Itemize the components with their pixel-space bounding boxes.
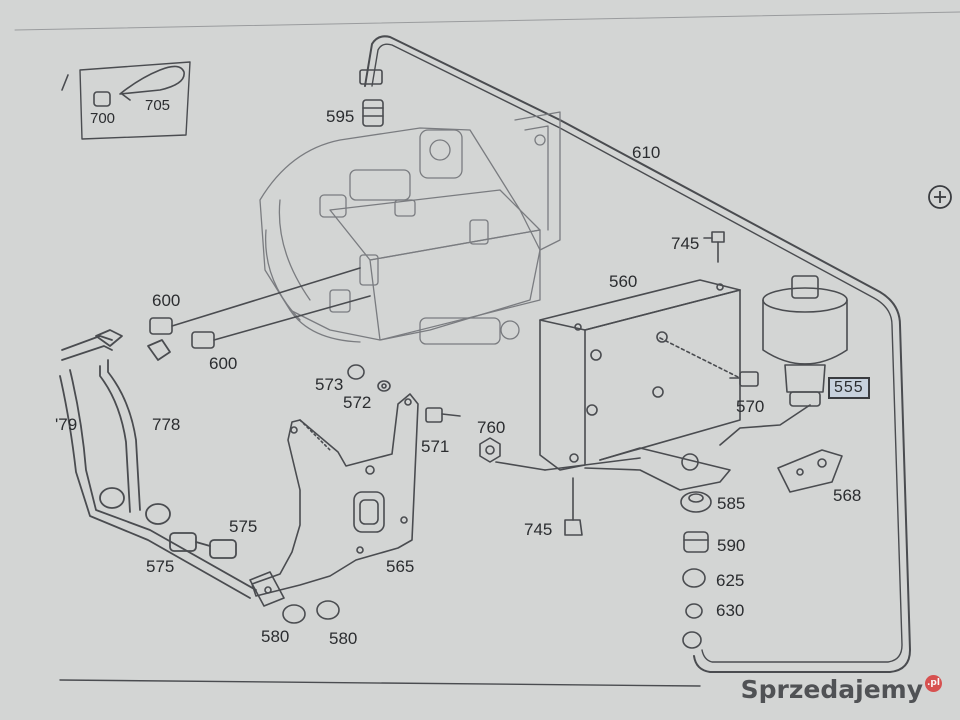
label-600-left: 600 bbox=[152, 291, 181, 310]
fitting-595 bbox=[362, 99, 384, 127]
label-575-right: 575 bbox=[229, 517, 258, 536]
nut-585 bbox=[680, 491, 712, 513]
washer-580-left bbox=[282, 604, 306, 624]
label-565: 565 bbox=[386, 557, 415, 576]
washer-572 bbox=[377, 380, 391, 392]
screw-570 bbox=[739, 371, 759, 387]
label-625: 625 bbox=[716, 571, 745, 590]
pipes-779-778 bbox=[59, 329, 257, 599]
label-560: 560 bbox=[609, 272, 638, 291]
label-705: 705 bbox=[145, 97, 171, 114]
label-760: 760 bbox=[477, 418, 506, 437]
sleeve-630 bbox=[685, 603, 703, 619]
nut-625 bbox=[682, 568, 706, 588]
bracket-568 bbox=[777, 449, 843, 493]
label-595: 595 bbox=[326, 107, 355, 126]
label-778: 778 bbox=[152, 415, 181, 434]
watermark: Sprzedajemy.pl bbox=[741, 675, 942, 704]
hydraulic-unit bbox=[259, 111, 561, 345]
watermark-badge: .pl bbox=[925, 675, 942, 692]
pipe-610 bbox=[364, 35, 911, 673]
label-745-top: 745 bbox=[671, 234, 700, 253]
label-568: 568 bbox=[833, 486, 862, 505]
accumulator-555 bbox=[762, 275, 848, 407]
fitting-600-left bbox=[149, 317, 173, 335]
label-571: 571 bbox=[421, 437, 450, 456]
label-600-right: 600 bbox=[209, 354, 238, 373]
zoom-in-icon[interactable] bbox=[928, 185, 952, 209]
washer-580-right bbox=[316, 600, 340, 620]
label-745-bottom: 745 bbox=[524, 520, 553, 539]
bolt-745-bottom bbox=[564, 519, 583, 536]
label-555: 555 bbox=[828, 377, 870, 399]
nut-760 bbox=[479, 437, 501, 463]
part-705 bbox=[119, 65, 185, 95]
inset-box bbox=[79, 61, 191, 140]
bolt-745-top bbox=[711, 231, 725, 243]
part-700 bbox=[93, 91, 111, 107]
fitting-595-top bbox=[359, 69, 383, 85]
fitting-590 bbox=[683, 531, 709, 553]
label-585: 585 bbox=[717, 494, 746, 513]
washer-573 bbox=[347, 364, 365, 380]
bracket-560 bbox=[539, 279, 741, 491]
screw-571 bbox=[425, 407, 443, 423]
fitting-600-right bbox=[191, 331, 215, 349]
watermark-text: Sprzedajemy bbox=[740, 675, 923, 704]
label-572: 572 bbox=[343, 393, 372, 412]
plate-565 bbox=[251, 393, 419, 597]
label-580-left: 580 bbox=[261, 627, 290, 646]
label-630: 630 bbox=[716, 601, 745, 620]
label-580-right: 580 bbox=[329, 629, 358, 648]
label-590: 590 bbox=[717, 536, 746, 555]
label-573: 573 bbox=[315, 375, 344, 394]
label-610: 610 bbox=[632, 143, 661, 162]
label-570: 570 bbox=[736, 397, 765, 416]
label-779: '79 bbox=[55, 415, 78, 434]
label-700: 700 bbox=[90, 110, 116, 127]
label-575-left: 575 bbox=[146, 557, 175, 576]
